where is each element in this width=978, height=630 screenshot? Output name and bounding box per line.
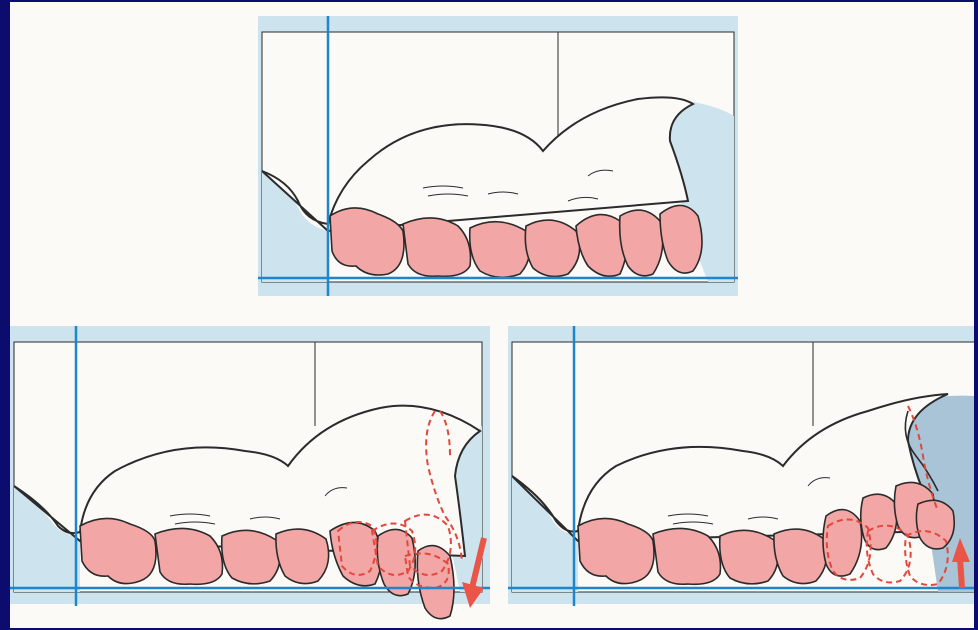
tooth-premolar-1 xyxy=(470,222,530,278)
panel-top-reference xyxy=(258,16,738,296)
tooth-premolar-2 xyxy=(276,529,329,584)
tooth-incisor-tilted xyxy=(916,500,954,549)
tooth-premolar-1 xyxy=(222,530,280,584)
panel-bottom-left-extruded xyxy=(10,326,490,626)
panel-bottom-right-tilted xyxy=(508,326,974,626)
slide-canvas xyxy=(10,2,974,628)
dental-arch-diagram-bottom-left xyxy=(10,326,490,626)
tooth-premolar-2 xyxy=(525,220,579,276)
tooth-premolar-2 xyxy=(774,529,827,584)
tooth-premolar-1 xyxy=(720,530,778,584)
dental-arch-diagram-bottom-right xyxy=(508,326,974,626)
dental-arch-diagram-top xyxy=(258,16,738,296)
